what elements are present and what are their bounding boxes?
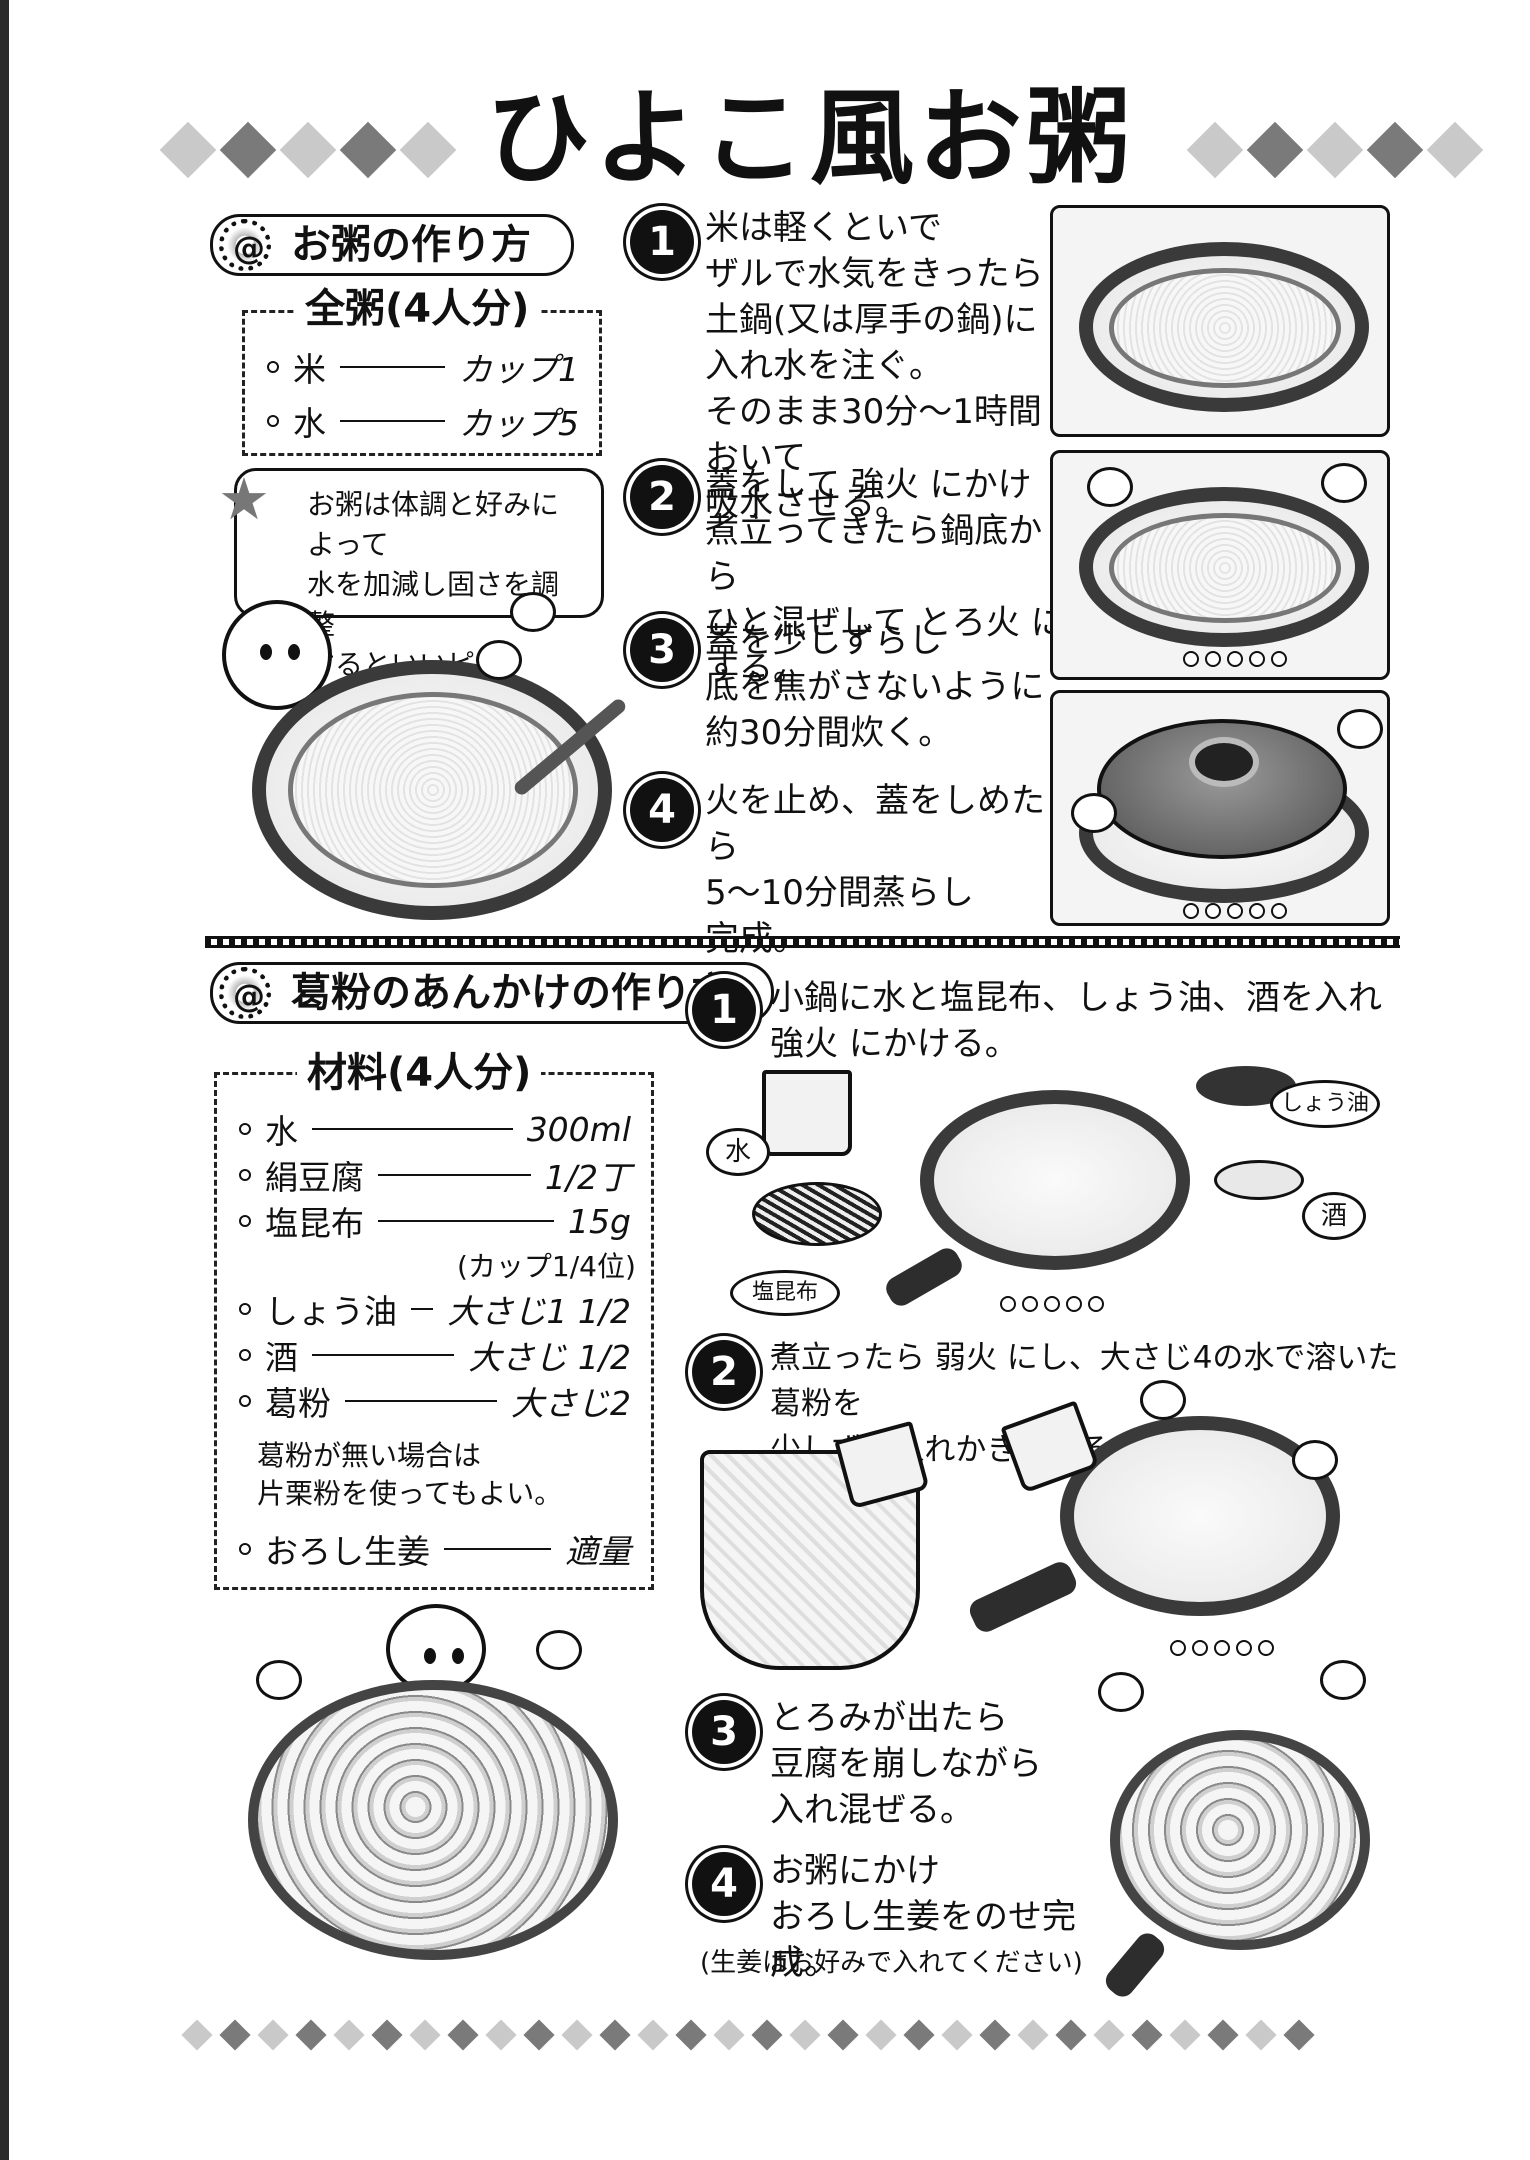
- steam-icon: [256, 1660, 302, 1700]
- ingredient-row: 酒大さじ 1/2: [239, 1333, 631, 1377]
- okayu-section-title-text: お粥の作り方: [291, 222, 531, 268]
- ankake-section-title-text: 葛粉のあんかけの作り方: [291, 970, 731, 1016]
- ankake-step-1-text: 小鍋に水と塩昆布、しょう油、酒を入れ 強火 にかける。: [770, 978, 1382, 1064]
- saucepan-illustration: [920, 1090, 1190, 1270]
- steam-icon: [536, 1630, 582, 1670]
- step-number-1: 1: [692, 978, 756, 1042]
- argyle-pattern-left: [158, 115, 458, 185]
- step-3-4-panel: [1050, 690, 1390, 926]
- page-title: ひよこ風お粥: [485, 76, 1134, 199]
- ginger-note: (生姜はお好みで入れてください): [700, 1948, 1083, 1978]
- star-icon: ★: [218, 465, 270, 533]
- chick-character: [222, 600, 332, 710]
- shiokombu-plate: [752, 1182, 882, 1246]
- okayu-ingredient-box: 全粥(4人分) 米カップ1 水カップ5: [242, 285, 602, 456]
- steam-icon: [1320, 1660, 1366, 1700]
- kuzu-substitute-note: 葛粉が無い場合は 片栗粉を使ってもよい。: [257, 1439, 563, 1510]
- okayu-pot-illustration: [252, 660, 612, 920]
- ingredient-row: しょう油大さじ1 1/2: [239, 1287, 631, 1331]
- section-divider: [205, 936, 1400, 948]
- soy-sauce-label: しょう油: [1270, 1080, 1380, 1128]
- ingredient-row: 米カップ1: [267, 345, 579, 389]
- okayu-ingredient-heading: 全粥(4人分): [295, 285, 540, 333]
- step-2-panel: [1050, 450, 1390, 680]
- step-number-4: 4: [692, 1852, 756, 1916]
- ankake-section-title: 葛粉のあんかけの作り方: [210, 962, 774, 1024]
- speech-bubble: お粥は体調と好みによって 水を加減し固さを調整 するといいピョ!: [234, 468, 604, 681]
- ingredient-row: 水カップ5: [267, 399, 579, 443]
- shiokombu-note: (カップ1/4位): [457, 1250, 636, 1283]
- steam-icon: [1292, 1440, 1338, 1480]
- water-label: 水: [706, 1128, 770, 1176]
- sake-spoon: [1214, 1160, 1304, 1200]
- shiokombu-label: 塩昆布: [730, 1270, 840, 1316]
- flower-icon: [219, 219, 271, 276]
- argyle-pattern-right: [1185, 115, 1485, 185]
- steam-icon: [1140, 1380, 1186, 1420]
- sake-label: 酒: [1302, 1192, 1366, 1240]
- step-number-3: 3: [692, 1700, 756, 1764]
- burner-flame: [1170, 1640, 1274, 1660]
- steam-icon: [510, 592, 556, 632]
- step-1-panel: [1050, 205, 1390, 437]
- measuring-cup-illustration: [762, 1070, 852, 1156]
- okayu-section-title: お粥の作り方: [210, 214, 574, 276]
- saucepan-handle: [965, 1558, 1081, 1636]
- step-number-2: 2: [630, 465, 694, 529]
- page-edge-bar: [0, 0, 9, 2160]
- steam-icon: [1098, 1672, 1144, 1712]
- saucepan-handle: [881, 1244, 967, 1310]
- ingredient-row: 葛粉大さじ2: [239, 1379, 631, 1423]
- okayu-step-2-text: 蓋をして 強火 にかけ 煮立ってきたら鍋底から ひと混ぜして とろ火 にする。: [705, 465, 1065, 689]
- steam-icon: [476, 640, 522, 680]
- step-number-2: 2: [692, 1340, 756, 1404]
- flower-icon: [219, 967, 271, 1024]
- ingredient-row: おろし生姜適量: [239, 1527, 631, 1571]
- step-number-1: 1: [630, 210, 694, 274]
- argyle-pattern-bottom: [178, 2000, 1318, 2070]
- burner-flame: [1000, 1296, 1104, 1316]
- tofu-pot-illustration: [1110, 1730, 1370, 1950]
- step-number-3: 3: [630, 618, 694, 682]
- okayu-step-4-text: 火を止め、蓋をしめたら 5〜10分間蒸らし 完成。: [705, 781, 1045, 959]
- ankake-ingredient-heading: 材料(4人分): [297, 1049, 542, 1097]
- okayu-step-1-text: 米は軽くといで ザルで水気をきったら 土鍋(又は厚手の鍋)に 入れ水を注ぐ。 そ…: [705, 208, 1044, 524]
- ankake-step-3-text: とろみが出たら 豆腐を崩しながら 入れ混ぜる。: [770, 1698, 1042, 1830]
- ankake-step-4-text: お粥にかけ おろし生姜をのせ完成。: [770, 1851, 1076, 1983]
- step-number-4: 4: [630, 778, 694, 842]
- finished-dish-illustration: [248, 1680, 618, 1960]
- okayu-step-3-text: 蓋を少しずらし 底を焦がさないように 約30分間炊く。: [705, 621, 1045, 753]
